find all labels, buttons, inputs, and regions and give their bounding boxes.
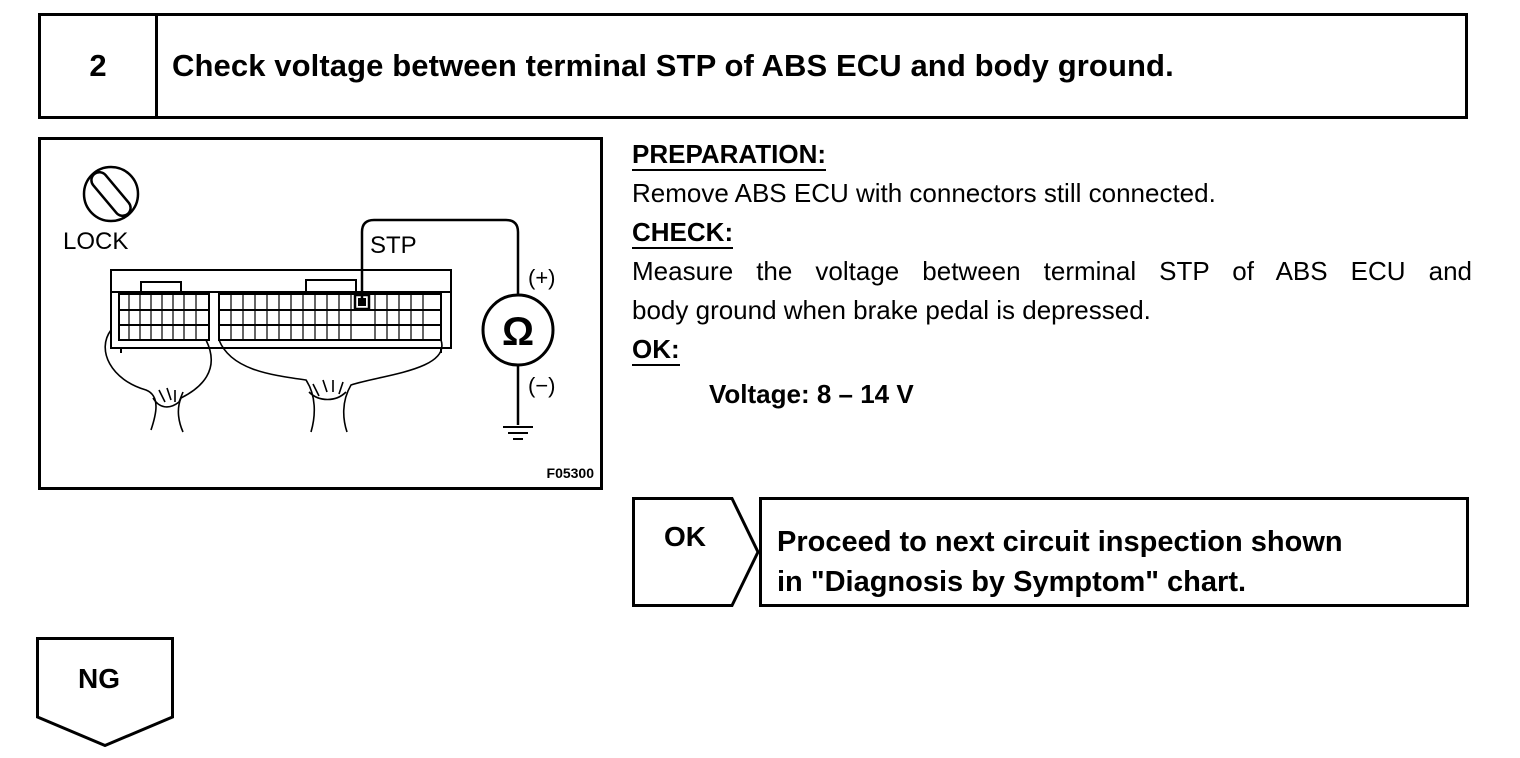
ohmmeter-icon: Ω xyxy=(481,293,555,367)
figure-code: F05300 xyxy=(546,465,594,481)
ok-label: OK xyxy=(664,521,706,552)
preparation-heading: PREPARATION: xyxy=(632,139,827,171)
check-heading: CHECK: xyxy=(632,217,734,249)
step-title: Check voltage between terminal STP of AB… xyxy=(172,48,1174,83)
ok-arrow: OK xyxy=(632,497,762,607)
connector-illustration: Ω LOCK STP (+) (−) F05300 xyxy=(38,137,603,490)
probe-lead xyxy=(360,218,520,425)
ok-heading: OK: xyxy=(632,334,680,366)
ng-arrow: NG xyxy=(36,637,174,748)
connector-diagram: Ω xyxy=(82,165,555,440)
ok-spec: Voltage: 8 – 14 V xyxy=(709,379,914,409)
meter-symbol: Ω xyxy=(502,310,534,354)
check-text-line2: body ground when brake pedal is depresse… xyxy=(632,295,1151,325)
ok-arrow-shape xyxy=(632,497,760,607)
inspection-info: PREPARATION: Remove ABS ECU with connect… xyxy=(632,135,1472,414)
wire-harness xyxy=(104,329,443,433)
lock-label: LOCK xyxy=(63,228,129,255)
ecu-connector xyxy=(110,269,452,353)
ng-label: NG xyxy=(78,663,120,694)
ok-result-box: Proceed to next circuit inspection shown… xyxy=(759,497,1469,607)
check-text-line1: Measure the voltage between terminal STP… xyxy=(632,256,1472,286)
lock-icon xyxy=(82,165,140,223)
ng-arrow-shape xyxy=(36,637,174,748)
step-number: 2 xyxy=(41,16,158,116)
ground-icon xyxy=(503,426,533,440)
ok-result-line2: in "Diagnosis by Symptom" chart. xyxy=(777,566,1247,598)
step-header: 2 Check voltage between terminal STP of … xyxy=(38,13,1468,119)
connector-pin-grid xyxy=(128,294,424,340)
minus-label: (−) xyxy=(528,373,556,398)
plus-label: (+) xyxy=(528,265,556,290)
ok-result-line1: Proceed to next circuit inspection shown xyxy=(777,526,1343,558)
preparation-text: Remove ABS ECU with connectors still con… xyxy=(632,178,1216,208)
terminal-label: STP xyxy=(370,232,417,259)
